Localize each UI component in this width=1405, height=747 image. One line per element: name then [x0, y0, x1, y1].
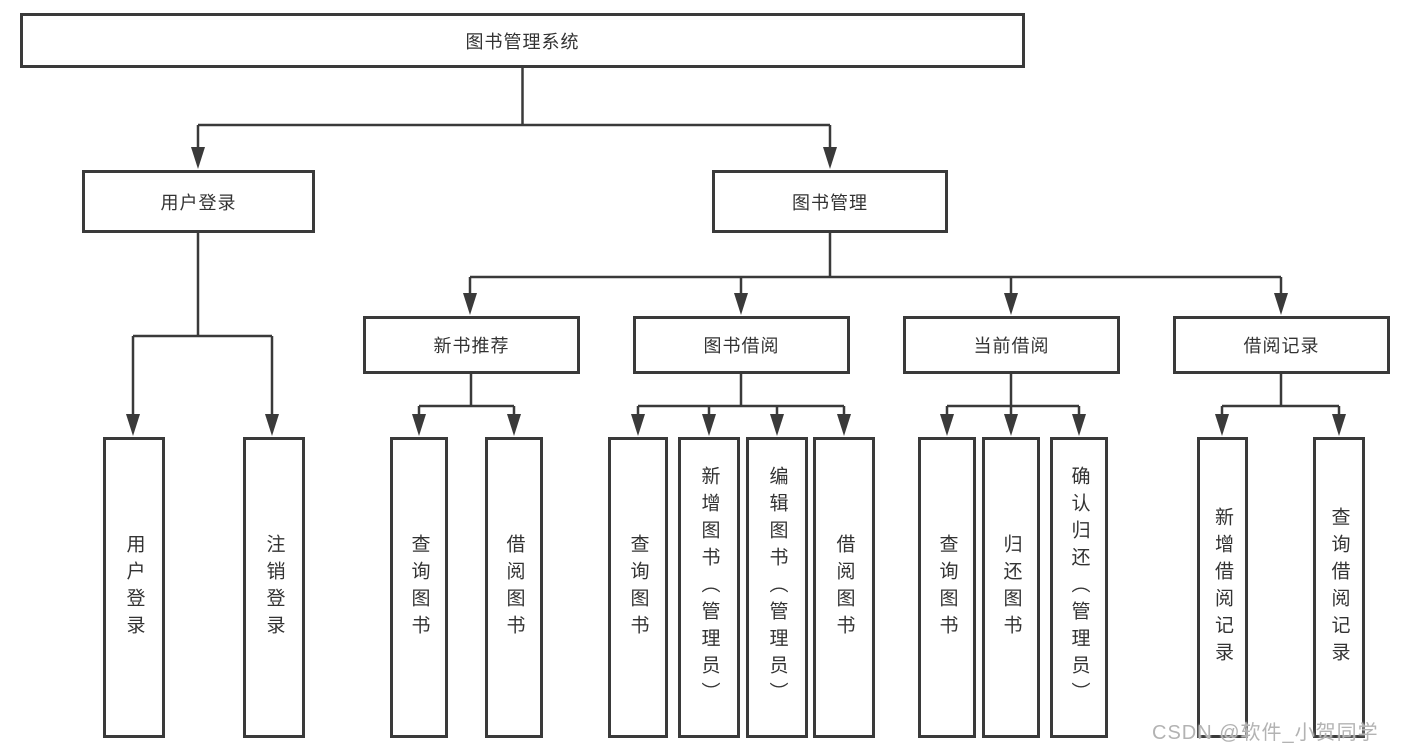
leaf-user-login: 用户登录: [103, 437, 165, 738]
node-library-system: 图书管理系统: [20, 13, 1025, 68]
leaf-query-book-1-label: 查询图书: [408, 533, 430, 642]
connector-book-mgmt-to-level3: [463, 233, 1288, 315]
leaf-add-book-admin-label: 新增图书（管理员）: [698, 466, 720, 709]
leaf-borrow-book-2: 借阅图书: [813, 437, 875, 738]
leaf-return-book-label: 归还图书: [1000, 533, 1022, 642]
leaf-borrow-book-1: 借阅图书: [485, 437, 543, 738]
leaf-edit-book-admin: 编辑图书（管理员）: [746, 437, 808, 738]
csdn-watermark: CSDN @软件_小贺同学: [1152, 722, 1379, 744]
node-current-borrow-label: 当前借阅: [973, 336, 1050, 356]
node-borrow-records-label: 借阅记录: [1243, 336, 1320, 356]
node-new-book-recommend: 新书推荐: [363, 316, 580, 374]
leaf-logout: 注销登录: [243, 437, 305, 738]
leaf-query-borrow-record: 查询借阅记录: [1313, 437, 1365, 738]
connector-root-to-level2: [191, 68, 837, 169]
node-book-borrow-label: 图书借阅: [703, 336, 780, 356]
leaf-borrow-book-1-label: 借阅图书: [503, 533, 525, 642]
leaf-query-book-3-label: 查询图书: [936, 533, 958, 642]
node-borrow-records: 借阅记录: [1173, 316, 1390, 374]
leaf-query-borrow-record-label: 查询借阅记录: [1328, 506, 1350, 669]
connector-current-borrow-to-leaves: [940, 374, 1086, 436]
node-book-management: 图书管理: [712, 170, 948, 233]
leaf-query-book-3: 查询图书: [918, 437, 976, 738]
leaf-add-borrow-record: 新增借阅记录: [1197, 437, 1248, 738]
leaf-query-book-2: 查询图书: [608, 437, 668, 738]
leaf-return-book: 归还图书: [982, 437, 1040, 738]
leaf-edit-book-admin-label: 编辑图书（管理员）: [766, 466, 788, 709]
leaf-confirm-return-admin: 确认归还（管理员）: [1050, 437, 1108, 738]
leaf-add-book-admin: 新增图书（管理员）: [678, 437, 740, 738]
leaf-query-book-1: 查询图书: [390, 437, 448, 738]
leaf-add-borrow-record-label: 新增借阅记录: [1212, 506, 1233, 669]
node-library-system-label: 图书管理系统: [465, 31, 580, 52]
leaf-confirm-return-admin-label: 确认归还（管理员）: [1068, 466, 1090, 709]
connector-new-book-to-leaves: [412, 374, 521, 436]
node-new-book-recommend-label: 新书推荐: [433, 336, 510, 356]
node-book-management-label: 图书管理: [792, 192, 868, 213]
connector-user-login-to-leaves: [126, 233, 279, 436]
leaf-borrow-book-2-label: 借阅图书: [833, 533, 855, 642]
connector-records-to-leaves: [1215, 374, 1346, 436]
leaf-user-login-label: 用户登录: [123, 533, 145, 642]
node-book-borrow: 图书借阅: [633, 316, 850, 374]
node-user-login: 用户登录: [82, 170, 315, 233]
leaf-logout-label: 注销登录: [263, 533, 285, 642]
node-current-borrow: 当前借阅: [903, 316, 1120, 374]
leaf-query-book-2-label: 查询图书: [627, 533, 649, 642]
connector-book-borrow-to-leaves: [631, 374, 851, 436]
node-user-login-label: 用户登录: [160, 192, 237, 213]
